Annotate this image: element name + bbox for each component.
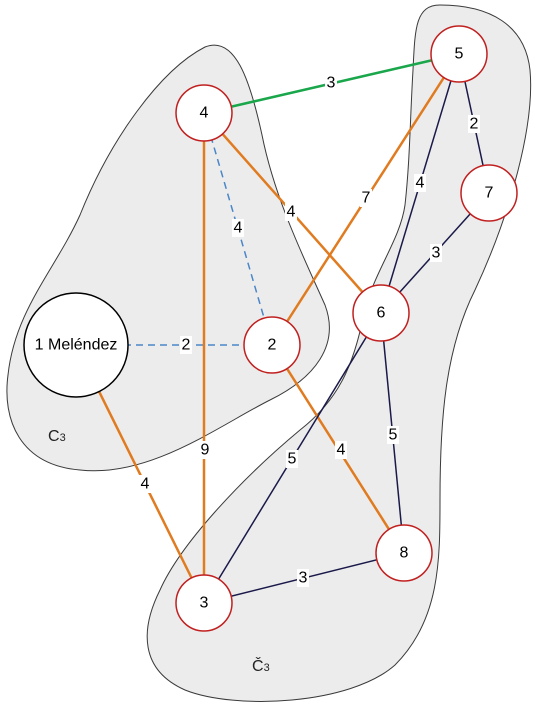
node-4-circle[interactable] bbox=[175, 84, 233, 142]
edge-label-bg-4-5 bbox=[325, 74, 337, 92]
region-c3 bbox=[6, 44, 330, 472]
edge-label-bg-1-2 bbox=[180, 336, 192, 354]
node-6[interactable]: 6 bbox=[352, 284, 410, 342]
edge-weight-6-3: 5 bbox=[288, 451, 297, 468]
edge-label-bg-4-3 bbox=[199, 441, 211, 459]
node-4[interactable]: 4 bbox=[175, 84, 233, 142]
edge-weight-5-2: 7 bbox=[362, 190, 371, 207]
edge-label-bg-2-8 bbox=[335, 441, 347, 459]
nodes-layer: 1 Meléndez 2 3 4 5 6 7 8 bbox=[23, 25, 518, 632]
node-8-label: 8 bbox=[400, 545, 409, 562]
node-2[interactable]: 2 bbox=[243, 316, 301, 374]
edge-weight-4-2: 4 bbox=[234, 220, 243, 237]
node-7[interactable]: 7 bbox=[460, 164, 518, 222]
edge-weight-5-7: 2 bbox=[470, 116, 479, 133]
edge-label-bg-1-3 bbox=[139, 475, 151, 493]
node-4-label: 4 bbox=[200, 105, 209, 122]
node-5-circle[interactable] bbox=[430, 25, 488, 83]
edge-label-bg-5-6 bbox=[414, 174, 426, 192]
node-8-circle[interactable] bbox=[375, 524, 433, 582]
edge-label-bg-6-8 bbox=[387, 426, 399, 444]
edge-label-bg-4-2 bbox=[232, 219, 244, 237]
region-c3-label: C3 bbox=[48, 428, 66, 445]
edge-label-bg-6-3 bbox=[286, 450, 298, 468]
node-1[interactable]: 1 Meléndez bbox=[23, 292, 129, 398]
region-labels-layer: C3 Č3 bbox=[48, 428, 270, 675]
region-c3-bar bbox=[146, 4, 532, 702]
edge-weight-1-2: 2 bbox=[182, 337, 191, 354]
node-5-label: 5 bbox=[455, 46, 464, 63]
node-2-label: 2 bbox=[268, 337, 277, 354]
node-1-circle[interactable] bbox=[23, 292, 129, 398]
edge-weight-7-6: 3 bbox=[432, 245, 441, 262]
edge-label-bg-7-6 bbox=[430, 244, 442, 262]
node-7-label: 7 bbox=[485, 185, 494, 202]
node-3[interactable]: 3 bbox=[175, 574, 233, 632]
edge-label-bg-5-2 bbox=[360, 189, 372, 207]
edge-label-bg-4-6 bbox=[285, 203, 297, 221]
edge-weight-2-8: 4 bbox=[337, 442, 346, 459]
node-5[interactable]: 5 bbox=[430, 25, 488, 83]
edge-weight-3-8: 3 bbox=[299, 570, 308, 587]
node-8[interactable]: 8 bbox=[375, 524, 433, 582]
node-6-circle[interactable] bbox=[352, 284, 410, 342]
edge-weight-4-6: 4 bbox=[287, 204, 296, 221]
edge-label-bg-3-8 bbox=[297, 569, 309, 587]
node-3-circle[interactable] bbox=[175, 574, 233, 632]
node-6-label: 6 bbox=[377, 305, 386, 322]
edge-weight-4-3: 9 bbox=[201, 442, 210, 459]
edge-weight-1-3: 4 bbox=[141, 476, 150, 493]
node-7-circle[interactable] bbox=[460, 164, 518, 222]
node-1-label: 1 Meléndez bbox=[35, 337, 118, 354]
region-c3-bar-label: Č3 bbox=[252, 656, 270, 675]
node-2-circle[interactable] bbox=[243, 316, 301, 374]
edge-label-bg-5-7 bbox=[468, 115, 480, 133]
edge-labels-layer: 3 2 4 3 7 4 4 2 9 4 4 5 5 3 bbox=[139, 74, 480, 587]
node-3-label: 3 bbox=[200, 595, 209, 612]
edge-weight-4-5: 3 bbox=[327, 75, 336, 92]
edge-weight-5-6: 4 bbox=[416, 175, 425, 192]
edge-weight-6-8: 5 bbox=[389, 427, 398, 444]
